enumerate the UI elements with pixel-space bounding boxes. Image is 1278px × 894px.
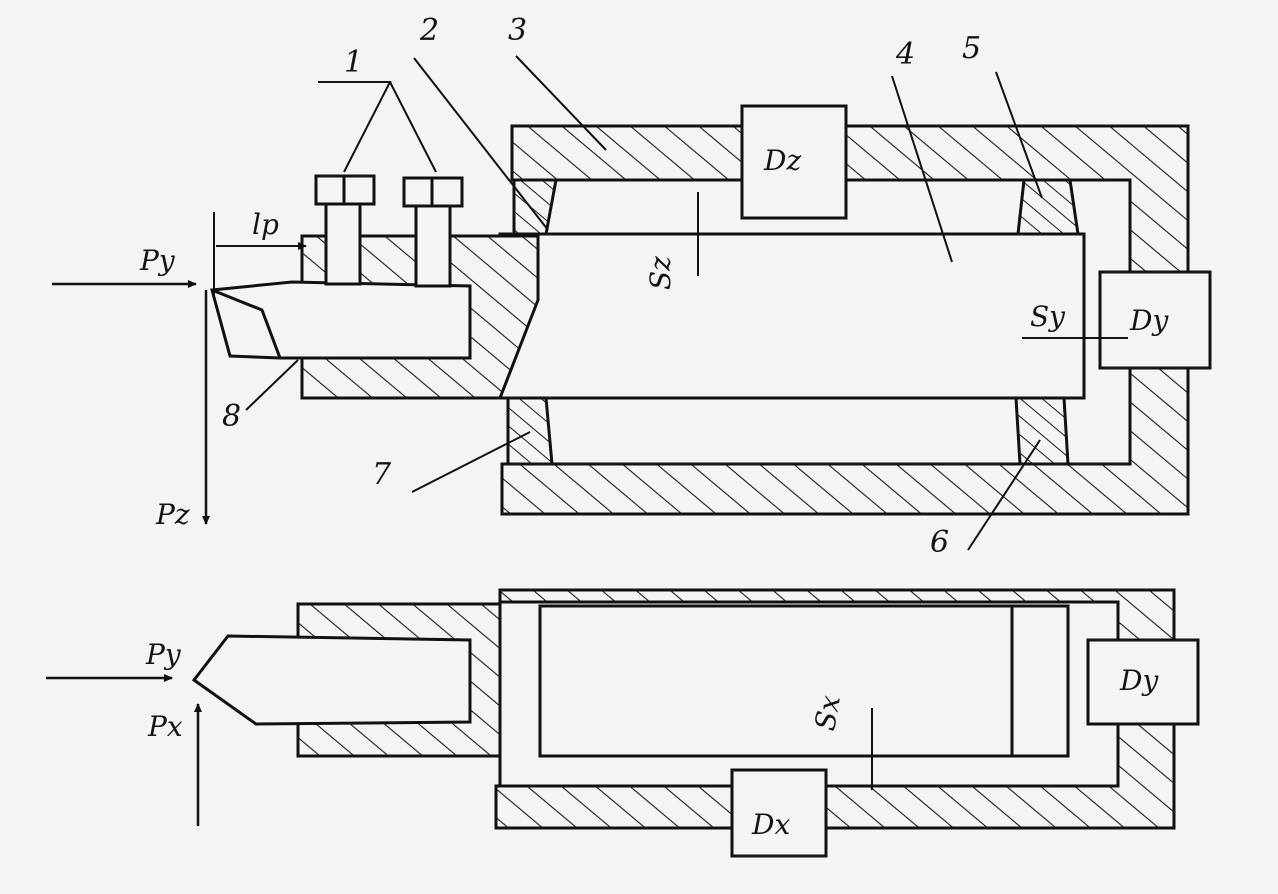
ring-top-right [1016,178,1080,236]
label-sy: Sy [1030,300,1066,333]
housing-outer [500,124,1190,516]
leader-6 [967,439,1041,551]
label-dz: Dz [763,144,801,177]
leader-5 [995,71,1043,199]
leader-1 [318,81,437,173]
label-5: 5 [962,31,981,66]
bolts [314,174,464,288]
label-py-top: Py [139,244,176,277]
ring-bottom-right [1014,396,1070,466]
cutting-tool-bottom [191,634,472,726]
sensor-dy-box-bottom [1086,638,1200,726]
label-py-bottom: Py [145,638,182,671]
label-dy-bottom: Dy [1119,664,1159,697]
label-6: 6 [930,525,949,560]
number-labels: 1 2 3 4 5 6 7 8 [222,13,981,560]
label-7: 7 [372,457,392,492]
tool-tip-edge [211,288,282,359]
elastic-beam [498,232,1086,400]
label-1: 1 [344,45,363,80]
label-dx: Dx [751,808,790,841]
leader-2 [413,57,549,231]
label-px: Px [147,710,183,743]
inner-block-bottom [538,604,1070,758]
label-sx: Sx [808,693,847,733]
sensor-dx-box [730,768,828,858]
label-8: 8 [222,399,241,434]
label-sz: Sz [644,256,677,290]
cutting-tool [210,280,472,360]
label-pz: Pz [155,498,190,531]
label-2: 2 [419,13,439,48]
sensor-dy-box [1098,270,1212,370]
label-4: 4 [895,37,915,72]
leader-8 [245,359,299,411]
leader-7 [411,431,531,493]
leader-4 [891,75,953,263]
ring-bottom-left [506,396,554,466]
top-view [52,55,1212,551]
ring-top-left [512,178,558,236]
symbol-labels: Py Pz lp Sz Sy Dz Dy Py Px Sx Dy Dx [139,144,1169,841]
bottom-view [46,588,1200,858]
label-lp: lp [252,208,279,241]
leader-3 [515,55,607,151]
label-dy-top: Dy [1129,304,1169,337]
label-3: 3 [508,13,527,48]
sensor-dz-box [740,104,848,220]
